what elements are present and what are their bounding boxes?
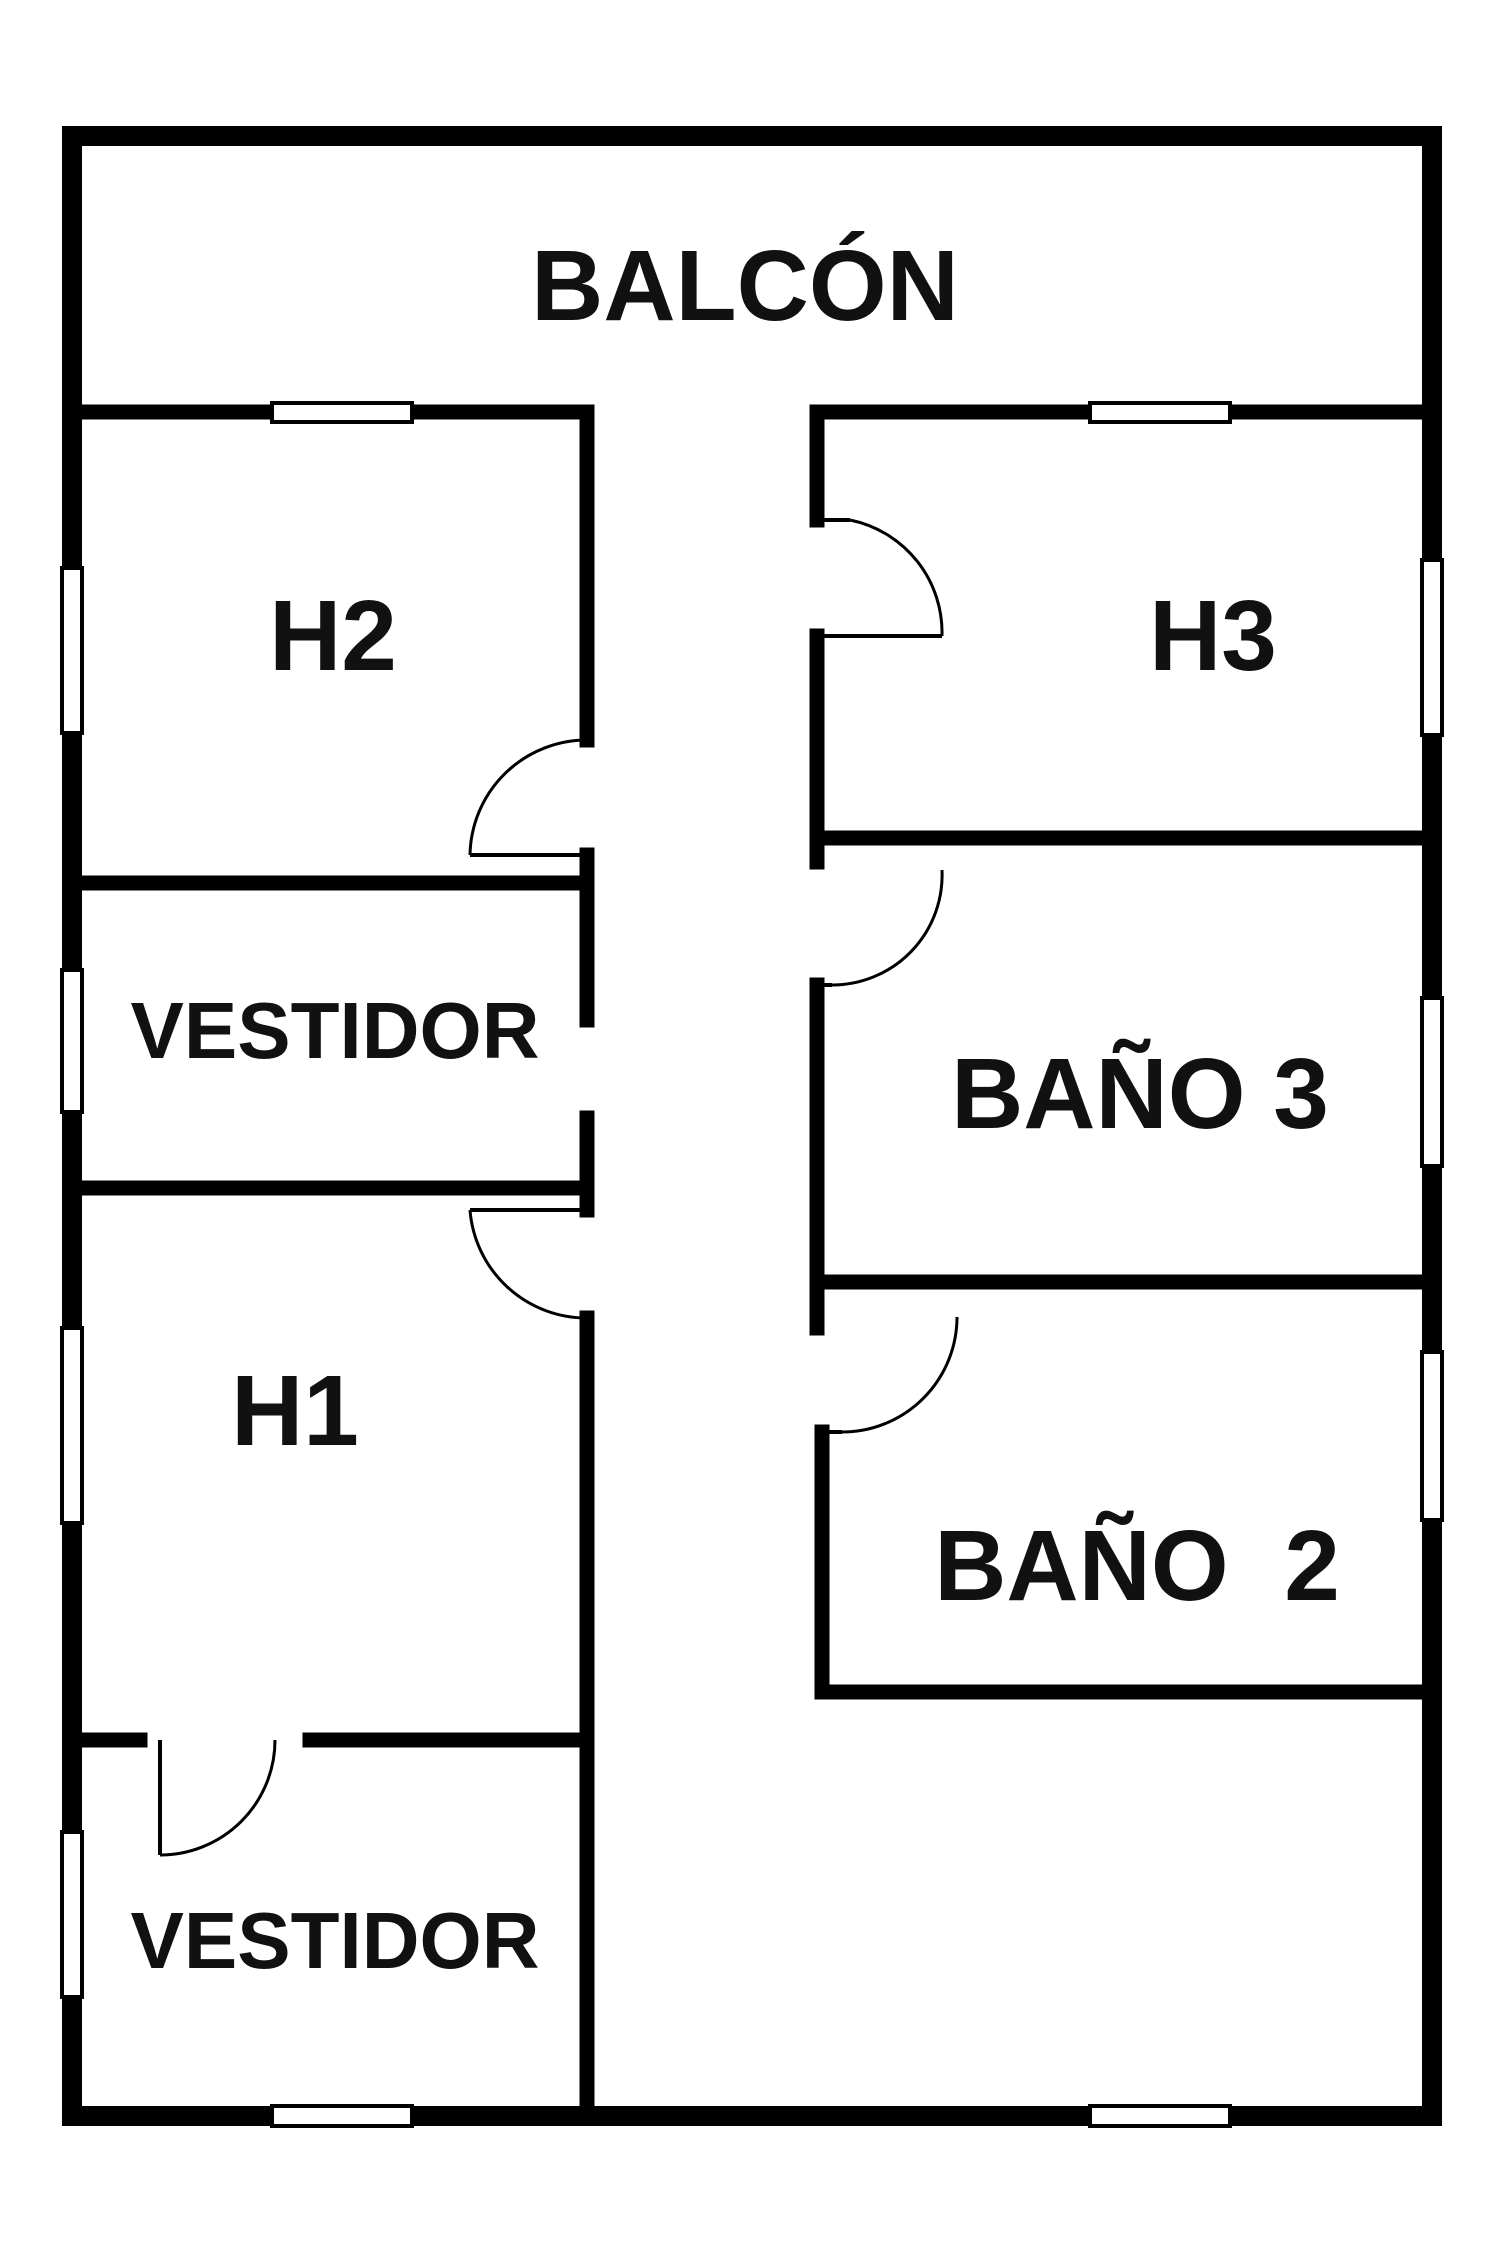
door-h1-arc xyxy=(468,1209,588,1320)
door-vestidor2 xyxy=(158,1739,277,1857)
door-h2-arc xyxy=(468,738,588,856)
window-h1-west xyxy=(60,1326,84,1525)
door-h3-arc xyxy=(849,518,944,637)
room-label-bano-3: BAÑO 3 xyxy=(951,1038,1329,1150)
room-label-h1: H1 xyxy=(231,1355,359,1467)
door-bano3-arc xyxy=(831,869,944,987)
window-h3-top xyxy=(1088,401,1232,424)
door-h1 xyxy=(468,1208,588,1320)
window-h3-east xyxy=(1420,558,1444,737)
room-label-balcon: BALCÓN xyxy=(531,230,959,342)
room-label-h2: H2 xyxy=(269,580,397,692)
door-bano2 xyxy=(822,1316,959,1434)
door-h2 xyxy=(468,738,588,857)
room-label-h3: H3 xyxy=(1149,580,1277,692)
interior-walls xyxy=(64,404,1440,2124)
window-vestidor1-west xyxy=(60,968,84,1114)
room-label-bano-2: BAÑO 2 xyxy=(934,1510,1340,1622)
window-h2-top xyxy=(270,401,414,424)
window-vestidor2-bottom xyxy=(270,2104,414,2128)
door-h3 xyxy=(817,518,944,638)
door-vestidor2-arc xyxy=(159,1739,277,1857)
door-bano2-arc xyxy=(841,1316,959,1434)
window-h2-west xyxy=(60,566,84,735)
room-label-vestidor-1: VESTIDOR xyxy=(131,986,540,1075)
window-bano2-east xyxy=(1420,1350,1444,1522)
window-hall-bottom xyxy=(1088,2104,1232,2128)
room-label-vestidor-2: VESTIDOR xyxy=(131,1896,540,1985)
door-bano3 xyxy=(817,869,944,987)
windows xyxy=(60,401,1444,2128)
window-vestidor2-west xyxy=(60,1830,84,1999)
window-bano3-east xyxy=(1420,996,1444,1168)
